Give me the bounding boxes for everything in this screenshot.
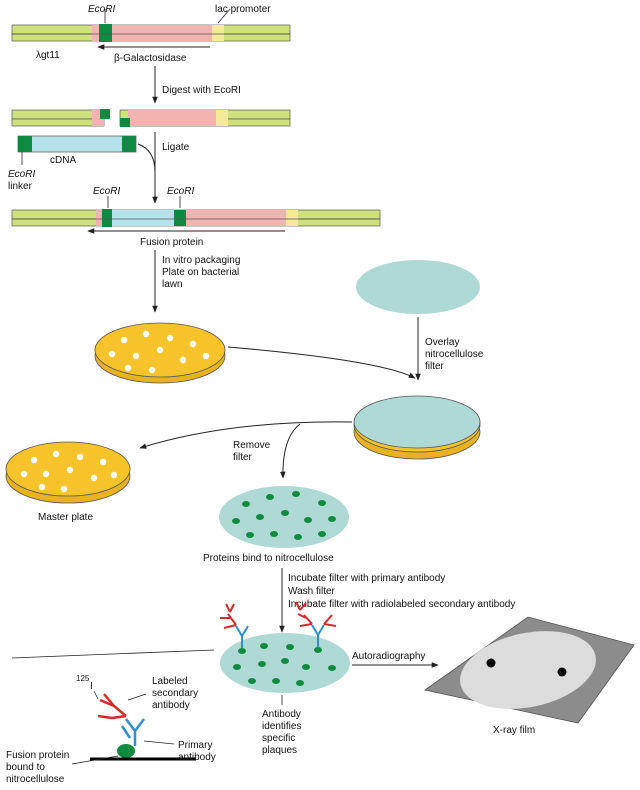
master-plate-arrow bbox=[139, 421, 353, 449]
ligate-merge-line bbox=[137, 143, 156, 173]
ecori-fusion-label-1: EcoRI bbox=[93, 186, 120, 197]
hybridization-spot bbox=[557, 667, 567, 677]
incubate-label-2: Wash filter bbox=[288, 586, 336, 597]
proteins-bind-label: Proteins bind to nitrocellulose bbox=[203, 553, 334, 564]
filter-with-proteins bbox=[219, 486, 349, 548]
bound-label-1: Fusion protein bbox=[6, 750, 69, 761]
fusion-protein-blob bbox=[117, 744, 135, 758]
ecori-linker-label-2: linker bbox=[8, 181, 33, 192]
ecori-linker-label-1: EcoRI bbox=[8, 169, 35, 180]
labeled-label-3: antibody bbox=[152, 700, 190, 711]
labeled-label-2: secondary bbox=[152, 688, 198, 699]
antibody-complex-left bbox=[220, 603, 249, 648]
primary-label-1: Primary bbox=[178, 740, 212, 751]
identifies-label-1: Antibody bbox=[262, 709, 301, 720]
x-ray-film-label: X-ray film bbox=[493, 725, 535, 736]
autoradiography-label: Autoradiography bbox=[352, 651, 425, 662]
primary-pointer bbox=[143, 740, 175, 745]
bacterial-lawn-plate bbox=[94, 322, 226, 384]
beta-galactosidase-label: β-Galactosidase bbox=[114, 53, 187, 64]
master-plate bbox=[5, 441, 131, 504]
probed-filter bbox=[220, 633, 350, 693]
labeled-label-1: Labeled bbox=[152, 676, 188, 687]
master-plate-label: Master plate bbox=[38, 512, 93, 523]
x-ray-film bbox=[424, 616, 635, 724]
isotope-pointer bbox=[93, 690, 99, 700]
secondary-antibody-detail bbox=[97, 693, 127, 720]
ecori-fusion-label-2: EcoRI bbox=[167, 186, 194, 197]
incubate-label-1: Incubate filter with primary antibody bbox=[288, 573, 445, 584]
recombinant-vector bbox=[11, 209, 381, 227]
isotope-mass-label: 125 bbox=[76, 674, 90, 683]
overlay-label-3: filter bbox=[425, 361, 445, 372]
cdna-with-linkers bbox=[17, 135, 137, 153]
identifies-label-4: plaques bbox=[262, 745, 297, 756]
lac-promoter-label: lac promoter bbox=[215, 4, 271, 15]
vector-right-arm bbox=[119, 109, 291, 127]
overlay-label-2: nitrocellulose bbox=[425, 349, 484, 360]
vector-left-arm bbox=[11, 109, 110, 127]
lambda-gt11-label: λgt11 bbox=[36, 50, 60, 61]
packaging-label-3: lawn bbox=[162, 279, 183, 290]
digest-label: Digest with EcoRI bbox=[162, 85, 241, 96]
nitrocellulose-filter-disc bbox=[356, 260, 480, 314]
ecori-site bbox=[99, 24, 112, 42]
detail-connector-line bbox=[11, 649, 215, 659]
primary-antibody-detail bbox=[120, 718, 145, 746]
labeled-pointer bbox=[127, 693, 147, 701]
cdna-label: cDNA bbox=[50, 155, 76, 166]
primary-label-2: antibody bbox=[178, 752, 216, 763]
remove-filter-arrow bbox=[280, 423, 301, 479]
plate-with-filter bbox=[353, 395, 481, 460]
bound-label-2: bound to bbox=[6, 762, 45, 773]
ecori-label: EcoRI bbox=[88, 4, 115, 15]
isotope-symbol-label: I bbox=[90, 681, 93, 692]
remove-label-1: Remove bbox=[233, 440, 271, 451]
plate-to-filter-arrow bbox=[227, 346, 416, 379]
fusion-protein-label: Fusion protein bbox=[140, 237, 203, 248]
remove-label-2: filter bbox=[233, 452, 253, 463]
packaging-label-1: In vitro packaging bbox=[162, 255, 240, 266]
lambda-gt11-vector bbox=[11, 24, 291, 42]
hybridization-spot bbox=[486, 658, 496, 668]
lac-pointer bbox=[217, 8, 231, 24]
overlay-label-1: Overlay bbox=[425, 337, 459, 348]
incubate-label-3: Incubate filter with radiolabeled second… bbox=[288, 599, 515, 610]
identifies-label-2: identifies bbox=[262, 721, 301, 732]
bound-pointer bbox=[71, 755, 119, 765]
antibody-complex-right bbox=[295, 601, 337, 647]
bound-label-3: nitrocellulose bbox=[6, 774, 65, 785]
packaging-label-2: Plate on bacterial bbox=[162, 267, 239, 278]
ligate-label: Ligate bbox=[162, 142, 190, 153]
identifies-label-3: specific bbox=[262, 733, 295, 744]
